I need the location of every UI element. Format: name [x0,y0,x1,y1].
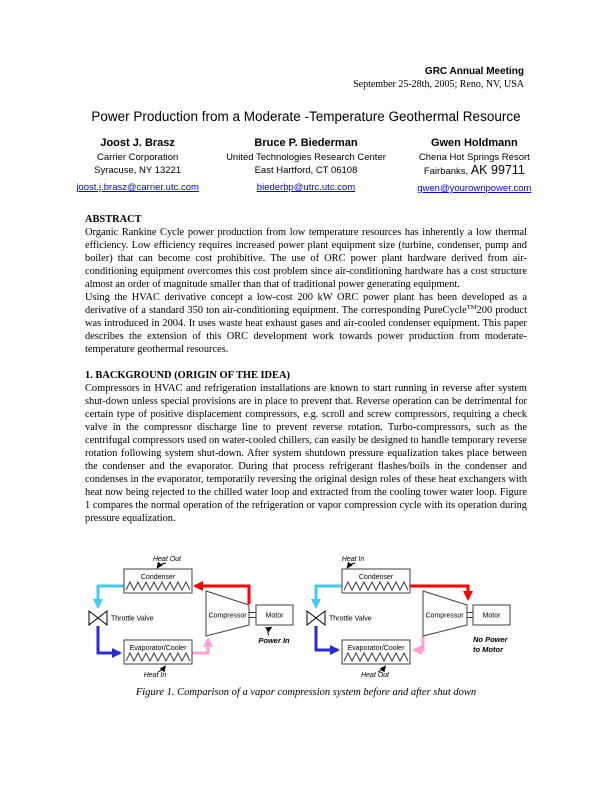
author-email-link[interactable]: biederbp@utrc.utc.com [256,182,356,193]
throttle-valve-icon [306,609,317,627]
conference-date-location: September 25-28th, 2005; Reno, NV, USA [353,79,524,90]
suction-vapor-arrow [192,637,213,655]
condenser-label: Condenser [359,574,394,581]
author-block: Joost J. Brasz Carrier Corporation Syrac… [62,137,550,196]
condensed-liquid-arrow [93,584,124,609]
heat-bottom-label: Heat In [144,672,167,679]
trademark-superscript: TM [466,304,477,311]
author-affiliation: United Technologies Research Center [226,152,386,163]
throttle-valve-label: Throttle Valve [329,616,372,623]
author-zip: AK 99711 [470,163,525,177]
hot-gas-arrow [193,581,251,604]
heat-bottom-arrow-icon [377,665,386,673]
author-location: East Hartford, CT 06108 [254,165,358,176]
figure-after-diagram: Condenser Heat In Throttle Valve Evapora… [306,556,511,679]
heat-top-label: Heat In [342,556,365,563]
power-label: Power In [258,636,290,645]
throttle-valve-icon [88,609,99,627]
heat-bottom-label: Heat Out [361,672,390,679]
compressor-label: Compressor [425,613,464,620]
author-column-3: Gwen Holdmann Chena Hot Springs Resort F… [399,137,550,196]
throttle-valve-label: Throttle Valve [111,616,154,623]
figure-before-diagram: Condenser Heat Out Throttle Valve Evapor… [88,556,294,679]
abstract-paragraph-2-cont: 200 product was introduced in 2004. It u… [85,305,527,355]
author-column-1: Joost J. Brasz Carrier Corporation Syrac… [62,137,213,196]
compressor-shape [205,590,250,637]
evaporator-label: Evaporator/Cooler [130,645,187,652]
condenser-coil-icon [343,580,409,592]
heat-top-label: Heat Out [153,556,182,563]
heat-top-arrow-icon [346,561,356,569]
power-label: No Power [473,635,509,644]
compressor-shape [422,590,468,637]
paper-body: ABSTRACT Organic Rankine Cycle power pro… [85,213,527,525]
abstract-paragraph-2: Using the HVAC derivative concept a low-… [85,291,527,356]
throttle-valve-icon [97,609,108,627]
author-name: Gwen Holdmann [430,137,518,149]
throttle-valve-icon [315,609,326,627]
author-name: Joost J. Brasz [100,137,175,149]
abstract-heading: ABSTRACT [85,214,142,225]
motor-box [255,604,294,626]
conference-name: GRC Annual Meeting [424,66,524,77]
author-location: Syracuse, NY 13221 [94,165,182,176]
suction-vapor-arrow [412,636,425,655]
section1-paragraph: Compressors in HVAC and refrigeration in… [85,383,527,524]
heat-top-arrow-icon [156,561,167,569]
condenser-coil-icon [125,580,191,592]
paper-title: Power Production from a Moderate -Temper… [91,109,521,124]
author-email-link[interactable]: joost.j.brasz@carrier.utc.com [76,182,199,193]
evaporator-label: Evaporator/Cooler [348,645,405,652]
hot-gas-arrow [410,584,473,601]
author-city: Fairbanks, [423,166,471,177]
author-affiliation: Chena Hot Springs Resort [418,152,530,163]
condenser-label: Condenser [141,574,176,581]
motor-label: Motor [483,613,502,620]
author-location: Fairbanks, AK 99711 [399,164,550,178]
condensed-liquid-arrow [311,584,342,609]
compressor-label: Compressor [208,613,247,620]
evaporator-coil-icon [343,651,409,663]
figure-1-caption: Figure 1. Comparison of a vapor compress… [135,687,477,698]
author-name: Bruce P. Biederman [254,137,358,149]
author-email-link[interactable]: gwen@yourownpower.com [417,183,532,194]
liquid-arrow [314,626,340,655]
abstract-paragraph-1: Organic Rankine Cycle power production f… [85,227,527,290]
power-arrow-icon [265,626,273,636]
liquid-arrow [96,626,122,658]
author-column-2: Bruce P. Biederman United Technologies R… [213,137,398,196]
motor-box [472,604,511,626]
motor-label: Motor [266,613,285,620]
figure-1: Condenser Heat Out Throttle Valve Evapor… [71,553,545,685]
heat-bottom-arrow-icon [157,665,166,673]
author-affiliation: Carrier Corporation [96,152,179,163]
section1-heading: 1. BACKGROUND (ORIGIN OF THE IDEA) [85,370,290,381]
power-label-line2: to Motor [473,645,504,654]
conference-header: GRC Annual Meeting September 25-28th, 20… [353,66,524,90]
abstract-paragraph-2-text: Using the HVAC derivative concept a low-… [85,292,527,316]
evaporator-coil-icon [125,651,191,663]
